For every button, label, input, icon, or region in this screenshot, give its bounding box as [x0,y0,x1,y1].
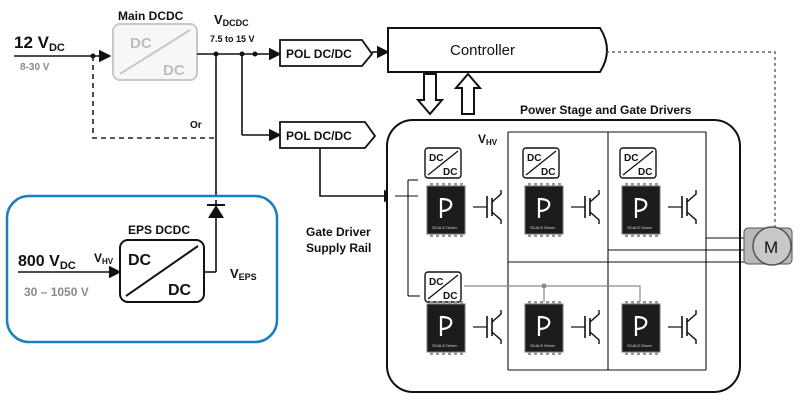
driver-cell-top: DCDC SCALE Driver [619,147,697,237]
svg-text:SCALE Driver: SCALE Driver [530,225,556,230]
diode-icon [207,200,225,272]
svg-text:12 VDC: 12 VDC [14,33,65,54]
svg-text:DC: DC [128,252,152,269]
bypass-dashed-line [92,56,216,139]
igbt-switch-icon [571,190,600,224]
main-dcdc-block: DC DC [112,23,198,81]
svg-text:M: M [764,238,778,257]
svg-text:DC: DC [624,153,638,164]
igbt-switch-icon [571,310,600,344]
mini-dcdc-icon: DCDC [424,271,462,303]
eps-border [5,194,279,344]
svg-text:DC: DC [541,167,555,178]
gate-driver-chip: SCALE Driver [524,301,564,355]
gate-driver-chip: SCALE Driver [621,301,661,355]
gate-driver-chip: SCALE Driver [621,183,661,237]
svg-text:SCALE Driver: SCALE Driver [530,343,556,348]
driver-cell-bottom: SCALE Driver [524,301,600,355]
svg-text:Controller: Controller [450,42,515,59]
eps-dcdc-block: DC DC [119,239,205,303]
driver-cell-top: DCDC SCALE Driver [522,147,600,237]
svg-text:SCALE Driver: SCALE Driver [432,343,458,348]
svg-text:DC: DC [443,291,457,302]
power-stage-title: Power Stage and Gate Drivers [520,103,692,117]
eps-title: EPS DCDC [128,223,190,237]
svg-text:SCALE Driver: SCALE Driver [432,225,458,230]
gate-driver-label-1: Gate Driver [306,225,371,239]
igbt-switch-icon [668,190,697,224]
driver-cell-bottom: SCALE Driver [621,301,697,355]
gate-driver-label-2: Supply Rail [306,241,371,255]
gate-driver-chip: SCALE Driver [426,301,466,355]
igbt-switch-icon [473,190,502,224]
svg-text:DC: DC [443,167,457,178]
svg-text:DC: DC [429,277,443,288]
svg-text:POL DC/DC: POL DC/DC [286,129,352,143]
motor-icon: M [743,226,793,266]
or-label: Or [190,120,202,131]
down-arrow-icon [415,73,445,116]
pol-dcdc-1: POL DC/DC [279,39,374,67]
svg-text:DC: DC [163,62,185,79]
svg-text:POL DC/DC: POL DC/DC [286,47,352,61]
svg-text:DC: DC [130,35,152,52]
igbt-switch-icon [473,310,502,344]
eps-vhv-label: VHV [94,251,114,266]
eps-output-label: VEPS [230,266,257,282]
vdcdc-label: VDCDC 7.5 to 15 V [210,12,255,44]
mini-dcdc-icon: DCDC [424,147,462,179]
svg-text:DC: DC [429,153,443,164]
svg-text:800 VDC: 800 VDC [18,253,76,272]
svg-text:SCALE Driver: SCALE Driver [627,343,653,348]
mini-dcdc-icon: DCDC [619,147,657,179]
svg-text:7.5 to 15 V: 7.5 to 15 V [210,34,255,44]
main-dcdc-title: Main DCDC [118,9,184,23]
svg-text:DC: DC [638,167,652,178]
svg-text:30 – 1050 V: 30 – 1050 V [24,285,89,299]
driver-cell-bottom: DCDC SCALE Driver [424,271,502,355]
svg-text:DC: DC [527,153,541,164]
controller-motor-dotted-line [606,51,776,228]
input-12v-label: 12 VDC 8-30 V [14,33,65,73]
controller-block: Controller [387,27,608,73]
gate-driver-chip: SCALE Driver [426,183,466,237]
gate-driver-chip: SCALE Driver [524,183,564,237]
svg-text:SCALE Driver: SCALE Driver [627,225,653,230]
ps-vhv-label: VHV [478,132,498,147]
igbt-switch-icon [668,310,697,344]
mini-dcdc-icon: DCDC [522,147,560,179]
svg-text:DC: DC [168,282,192,299]
input-12v-range: 8-30 V [20,62,50,73]
driver-cell-top: DCDC SCALE Driver [424,147,502,237]
pol-dcdc-2: POL DC/DC [279,121,377,149]
eps-input-label: 800 VDC 30 – 1050 V [18,253,89,299]
up-arrow-icon [453,72,483,115]
svg-text:VDCDC: VDCDC [214,12,249,28]
